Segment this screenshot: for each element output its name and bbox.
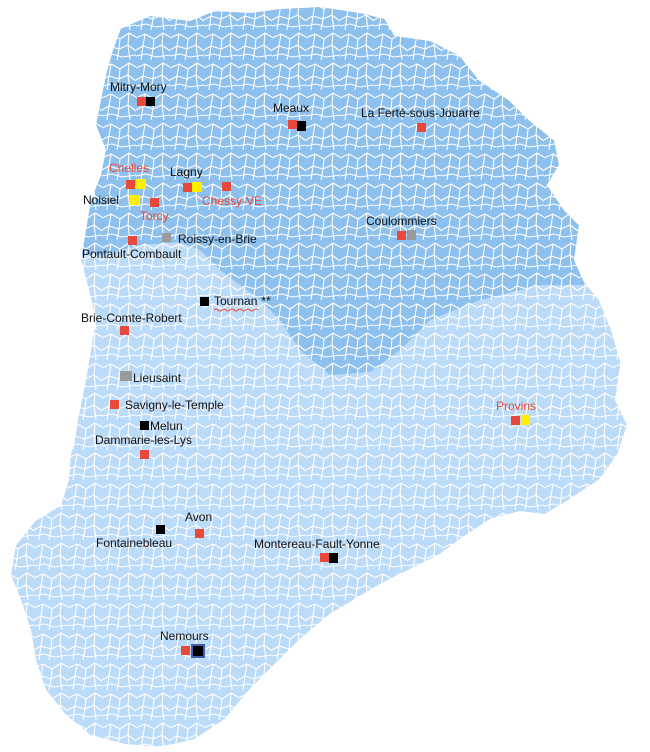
- coulommiers-marker-red: [397, 231, 406, 240]
- label-lieusaint: Lieusaint: [133, 371, 182, 385]
- label-montereau-fault-yonne: Montereau-Fault-Yonne: [254, 537, 380, 551]
- noisiel-marker-yellow: [130, 195, 140, 205]
- city-markers: [110, 97, 530, 658]
- provins-marker-yellow: [521, 415, 530, 425]
- coulommiers-marker-grey: [407, 230, 416, 240]
- label-tournan: Tournan **: [214, 294, 271, 308]
- avon-marker-red: [195, 529, 204, 538]
- lagny-marker-red: [183, 183, 192, 192]
- brie-comte-robert-marker-red: [120, 326, 129, 335]
- label-chessy-ve: Chessy-VE: [202, 194, 262, 208]
- label-brie-comte-robert: Brie-Comte-Robert: [81, 311, 182, 325]
- fontainebleau-marker-black: [156, 525, 165, 534]
- nemours-marker-red: [181, 646, 190, 655]
- meaux-marker-black: [297, 121, 306, 131]
- chelles-marker-red: [126, 180, 135, 189]
- label-melun: Melun: [150, 419, 183, 433]
- label-noisiel: Noisiel: [83, 193, 119, 207]
- label-tournan-suffix: **: [261, 294, 271, 308]
- label-tournan-name: Tournan: [214, 294, 257, 308]
- label-nemours: Nemours: [160, 629, 209, 643]
- label-torcy: Torcy: [140, 209, 169, 223]
- mitry-mory-marker-red: [137, 97, 146, 106]
- pontault-combault-marker-red: [128, 236, 137, 245]
- chelles-marker-yellow: [136, 179, 146, 189]
- dammarie-les-lys-marker-red: [140, 450, 149, 459]
- label-la-ferte-sous-jouarre: La Ferté-sous-Jouarre: [361, 106, 480, 120]
- label-dammarie-les-lys: Dammarie-les-Lys: [95, 433, 192, 447]
- city-labels: Mitry-Mory Meaux La Ferté-sous-Jouarre C…: [81, 80, 536, 643]
- meaux-marker-red: [288, 120, 297, 129]
- mitry-mory-marker-black: [146, 97, 155, 106]
- label-coulommiers: Coulommiers: [366, 214, 437, 228]
- provins-marker-red: [511, 416, 520, 425]
- montereau-fault-yonne-marker-red: [320, 553, 329, 562]
- lieusaint-marker-grey: [120, 371, 132, 381]
- tournan-spellcheck-underline: [213, 308, 259, 312]
- label-mitry-mory: Mitry-Mory: [110, 80, 167, 94]
- chessy-ve-marker-red: [222, 182, 231, 191]
- label-lagny: Lagny: [170, 165, 203, 179]
- department-outline: [8, 4, 630, 750]
- roissy-en-brie-marker-grey: [162, 233, 171, 242]
- label-meaux: Meaux: [273, 101, 309, 115]
- label-roissy-en-brie: Roissy-en-Brie: [178, 232, 257, 246]
- savigny-le-temple-marker-red: [110, 400, 119, 409]
- la-ferte-sous-jouarre-marker-red: [417, 123, 426, 132]
- label-savigny-le-temple: Savigny-le-Temple: [125, 398, 224, 412]
- montereau-fault-yonne-marker-black: [329, 553, 338, 563]
- label-fontainebleau: Fontainebleau: [96, 536, 172, 550]
- lagny-marker-yellow: [192, 182, 202, 192]
- label-avon: Avon: [185, 510, 212, 524]
- label-pontault-combault: Pontault-Combault: [82, 247, 182, 261]
- torcy-marker-red: [150, 198, 159, 207]
- nemours-marker-black-framed: [191, 644, 205, 658]
- label-chelles: Chelles: [109, 161, 149, 175]
- melun-marker-black: [140, 421, 149, 430]
- label-provins: Provins: [496, 399, 536, 413]
- tournan-marker-black: [200, 297, 209, 306]
